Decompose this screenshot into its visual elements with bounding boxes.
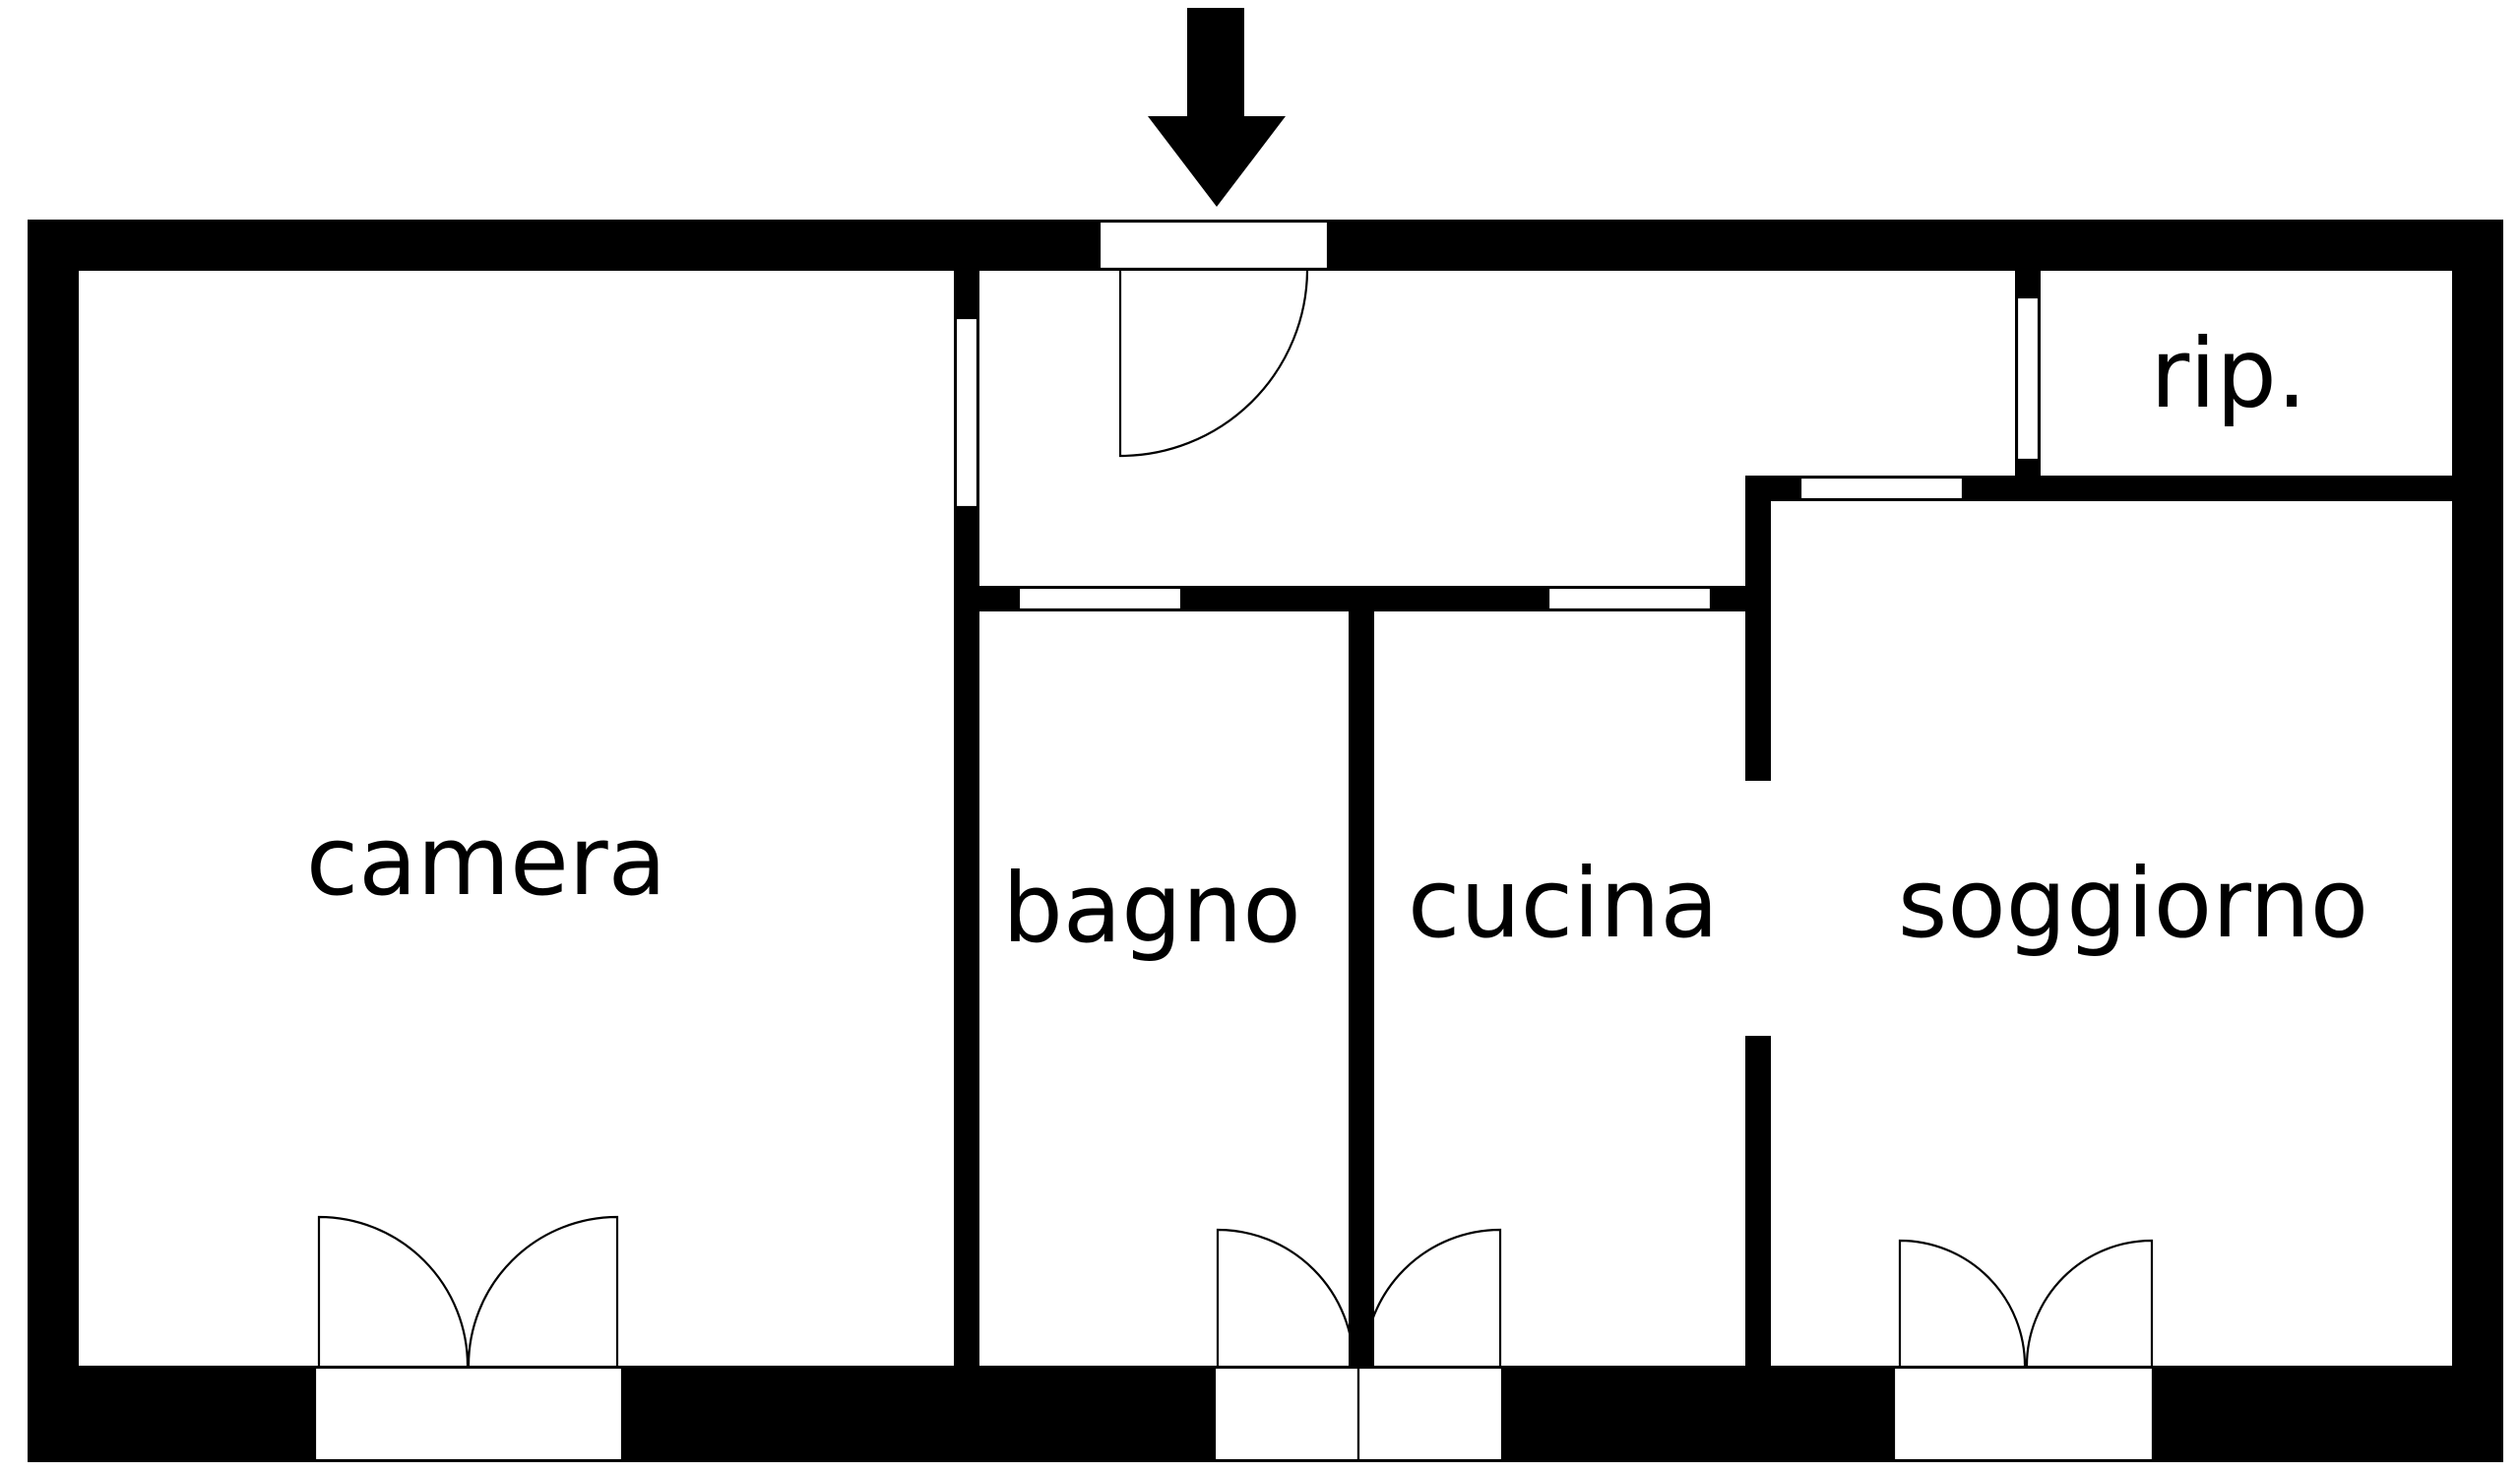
cucina-window-leaf	[1362, 1228, 1502, 1367]
soggiorno-window-right-leaf	[2025, 1239, 2154, 1367]
room-labels: camera bagno cucina soggiorno rip.	[306, 318, 2368, 964]
camera-window-opening	[313, 1366, 624, 1462]
camera-window-right-leaf	[467, 1215, 619, 1367]
entrance-arrow-icon	[1148, 8, 1286, 207]
soggiorno-door-opening	[1798, 476, 1965, 501]
bagno-door-opening	[1017, 586, 1183, 611]
room-label-cucina: cucina	[1408, 848, 1719, 959]
rip-door-opening	[2015, 295, 2041, 462]
cucina-window-opening	[1356, 1366, 1504, 1462]
door-swings	[317, 270, 2154, 1367]
room-label-camera: camera	[306, 805, 666, 917]
wall-cucina-soggiorno-upper	[1745, 476, 1771, 781]
wall-left	[28, 220, 79, 1462]
camera-door-opening	[954, 316, 979, 509]
soggiorno-window-left-leaf	[1898, 1239, 2027, 1367]
openings	[313, 220, 2155, 1462]
room-label-soggiorno: soggiorno	[1898, 848, 2368, 959]
wall-cucina-soggiorno-lower	[1745, 1036, 1771, 1366]
entrance-opening	[1098, 220, 1330, 271]
bagno-window-leaf	[1216, 1228, 1355, 1367]
room-label-ripostiglio: rip.	[2150, 318, 2306, 429]
cucina-door-opening	[1546, 586, 1713, 611]
entrance-door-swing	[1118, 270, 1309, 458]
wall-right	[2452, 220, 2503, 1462]
interior-walls	[954, 271, 2503, 1366]
wall-bagno-cucina	[1349, 611, 1374, 1366]
soggiorno-window-opening	[1892, 1366, 2155, 1462]
camera-window-left-leaf	[317, 1215, 470, 1367]
bagno-window-opening	[1213, 1366, 1360, 1462]
room-label-bagno: bagno	[1002, 853, 1300, 964]
